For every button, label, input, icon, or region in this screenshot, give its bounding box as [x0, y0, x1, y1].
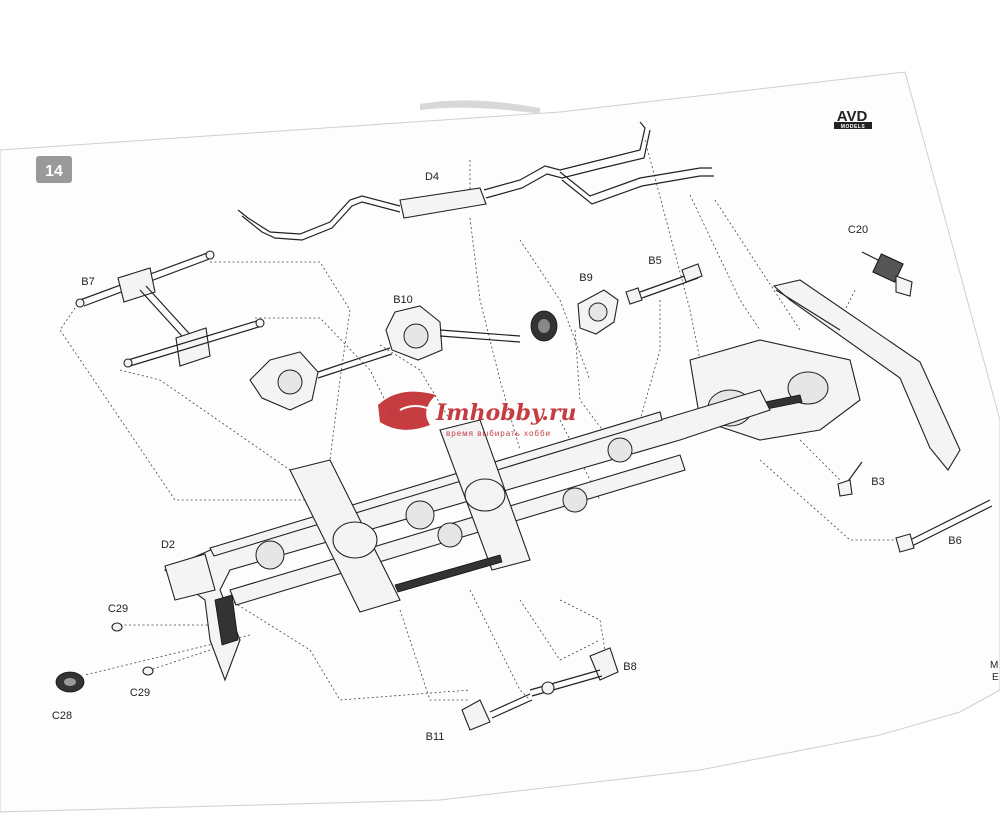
part-label-b10: B10	[393, 294, 413, 306]
part-b8-bracket	[529, 647, 619, 697]
part-label-b3: B3	[871, 476, 884, 488]
part-label-b11: B11	[426, 731, 445, 743]
watermark: Imhobby.ru время выбирать хобби	[378, 391, 577, 438]
brand-logo: AVD MODELS	[834, 108, 872, 130]
part-label-c29-bottom: C29	[130, 687, 150, 699]
assembly-guide-lines	[59, 139, 895, 701]
part-label-b7: B7	[81, 276, 94, 288]
part-rear-crossmember	[772, 279, 961, 471]
step-number-badge: 14	[36, 156, 72, 183]
brand-logo-subtitle: MODELS	[841, 124, 866, 130]
part-b11-bracket	[461, 693, 533, 731]
part-c29-washer-top	[111, 622, 123, 632]
part-label-c20: C20	[848, 224, 868, 236]
part-label-b6: B6	[948, 535, 961, 547]
part-b10-hub	[385, 305, 521, 361]
part-d4-exhaust	[237, 121, 714, 241]
part-b6-shaft	[895, 499, 993, 553]
part-b9-diff	[530, 289, 619, 342]
edge-text-2: E	[992, 672, 999, 683]
part-c28-tow-hook	[55, 671, 85, 693]
brand-logo-title: AVD	[837, 108, 868, 125]
part-label-c29-top: C29	[108, 603, 128, 615]
part-label-b5: B5	[648, 255, 661, 267]
page-fold-shadow	[420, 100, 540, 114]
part-b5-driveshaft	[625, 263, 703, 305]
part-label-d4: D4	[425, 171, 439, 183]
part-b7-cross-shaft	[75, 250, 265, 368]
watermark-logo-icon	[378, 391, 436, 430]
step-number: 14	[45, 163, 63, 180]
part-b3	[837, 461, 863, 497]
part-label-b9: B9	[579, 272, 592, 284]
part-c20-spring	[861, 251, 913, 297]
paper-sheet	[0, 71, 1000, 813]
part-label-b8: B8	[623, 661, 636, 673]
edge-text-1: M	[990, 660, 998, 671]
part-label-d2: D2	[161, 539, 175, 551]
part-label-c28: C28	[52, 710, 72, 722]
watermark-site: Imhobby.ru	[435, 400, 577, 426]
part-hub-assembly-left	[249, 347, 393, 411]
part-c29-washer-bottom	[142, 666, 154, 676]
watermark-tagline: время выбирать хобби	[446, 429, 551, 438]
part-d2-chassis-frame	[163, 389, 771, 682]
